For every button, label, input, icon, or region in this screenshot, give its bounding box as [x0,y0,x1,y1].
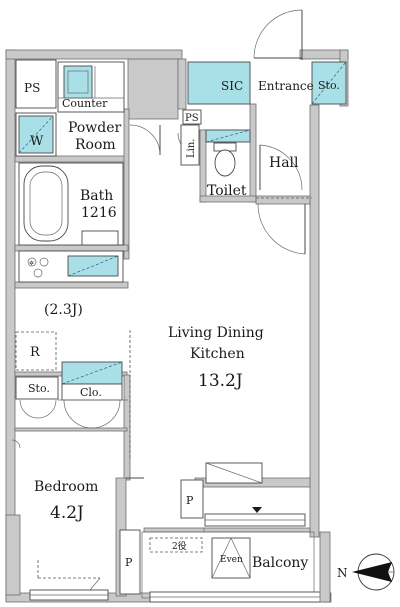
ldk-area-label: 13.2J [198,371,243,391]
bath-label-line1: Bath [80,188,113,204]
powder-room-label-line1: Powder [68,120,122,136]
svg-text:✲: ✲ [29,260,34,267]
ps-top-left-label: PS [24,81,40,95]
pipe-space-1-label: P [186,494,194,507]
washer-label: W [30,134,44,149]
pipe-space-2-label: P [125,556,133,569]
kitchen-area-label: (2.3J) [44,302,83,318]
bath-label-line2: 1216 [81,205,117,221]
storage-bedroom-label: Sto. [28,382,50,395]
compass: N [337,553,395,591]
ps-middle-label: PS [185,113,199,124]
counter-label: Counter [62,97,108,110]
hall-label: Hall [269,155,299,171]
room-labels: PS Counter Powder Room W Bath 1216 SIC E… [24,79,340,571]
evacuation-label: Even [220,555,243,565]
bedroom-area-label: 4.2J [50,503,84,523]
ldk-label-line1: Living Dining [168,325,264,341]
entrance-label: Entrance [258,79,314,93]
closet-label: Clo. [80,386,102,399]
storage-entrance-label: Sto. [318,79,340,92]
entrance-door [253,9,303,60]
entrance-fixtures [180,61,347,255]
compass-north-label: N [337,566,348,580]
ldk-label-line2: Kitchen [190,346,245,362]
linen-label: Lin. [186,139,197,158]
balcony-area [141,531,331,603]
balcony-label: Balcony [252,555,308,571]
refrigerator-label: R [30,345,41,360]
washroom-fixtures: ✲ [15,59,201,283]
bedroom-label: Bedroom [34,479,98,495]
outdoor-unit-label: 2役 [172,540,187,552]
sic-label: SIC [221,79,243,93]
toilet-label: Toilet [207,183,247,199]
powder-room-label-line2: Room [75,137,116,153]
living-fixtures [11,330,306,601]
